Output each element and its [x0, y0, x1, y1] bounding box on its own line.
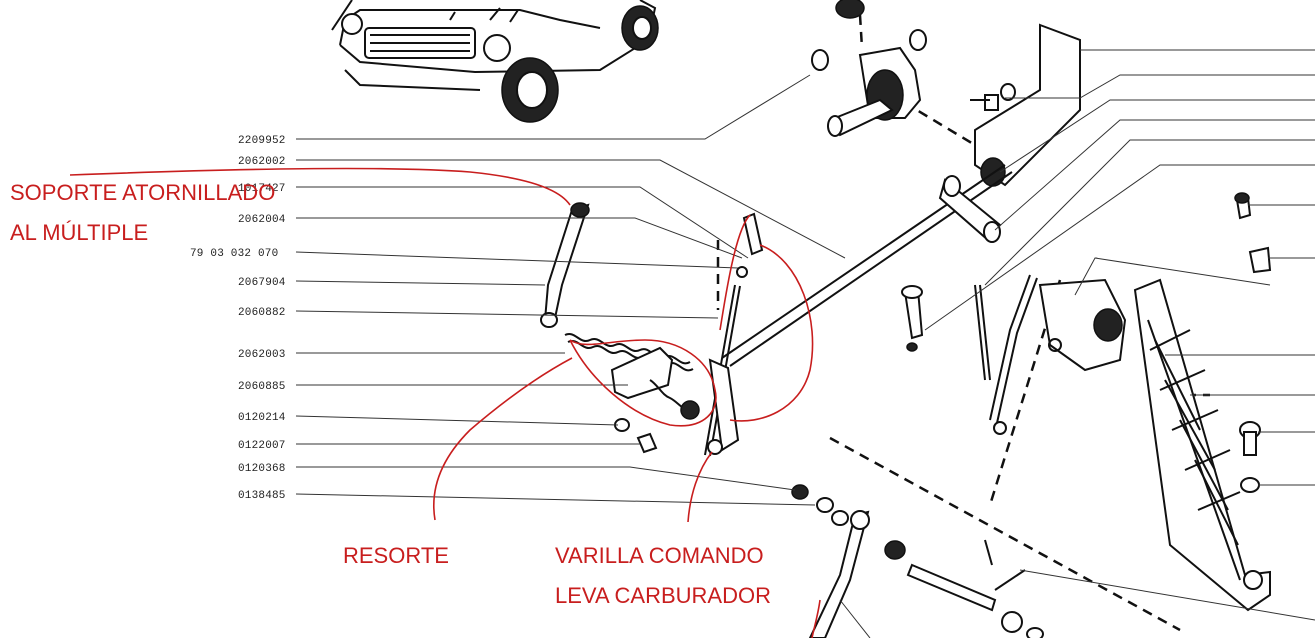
- varilla-label-line1: VARILLA COMANDO: [555, 543, 764, 568]
- part-number: 2060885: [238, 381, 286, 393]
- part-number: 79 03 032 070: [190, 248, 278, 260]
- part-number: 0120368: [238, 463, 286, 475]
- carburetor-control-rod: [704, 212, 764, 457]
- part-number: 0122007: [238, 440, 286, 452]
- lower-lever-parts: [791, 484, 1044, 638]
- part-number: 2060882: [238, 307, 286, 319]
- accelerator-pedal: [901, 192, 1272, 612]
- part-number: 2062003: [238, 349, 286, 361]
- soporte-label-line1: SOPORTE ATORNILLADO: [10, 180, 275, 205]
- part-number-labels: 2209952 2062002 1017427 2062004 79 03 03…: [190, 135, 286, 502]
- part-number: 2062002: [238, 156, 286, 168]
- cross-shaft: [721, 164, 1013, 367]
- spring-bracket-assembly: [564, 332, 700, 454]
- part-number: 2067904: [238, 277, 286, 289]
- leader-lines: [295, 49, 1315, 638]
- soporte-label-line2: AL MÚLTIPLE: [10, 220, 148, 245]
- mounting-bracket: [970, 23, 1081, 187]
- pivot-bushing-assembly: [811, 0, 927, 137]
- car-illustration: [331, 0, 659, 123]
- part-number: 2209952: [238, 135, 286, 147]
- varilla-label-line2: LEVA CARBURADOR: [555, 583, 771, 608]
- part-number: 2062004: [238, 214, 286, 226]
- part-number: 0138485: [238, 490, 286, 502]
- resorte-label: RESORTE: [343, 543, 449, 568]
- manifold-support-lever: [540, 202, 590, 328]
- part-number: 0120214: [238, 412, 286, 424]
- part-number: 1017427: [238, 183, 286, 195]
- annotation-labels: SOPORTE ATORNILLADO AL MÚLTIPLE RESORTE …: [10, 180, 771, 608]
- red-highlight-marks: [69, 167, 821, 638]
